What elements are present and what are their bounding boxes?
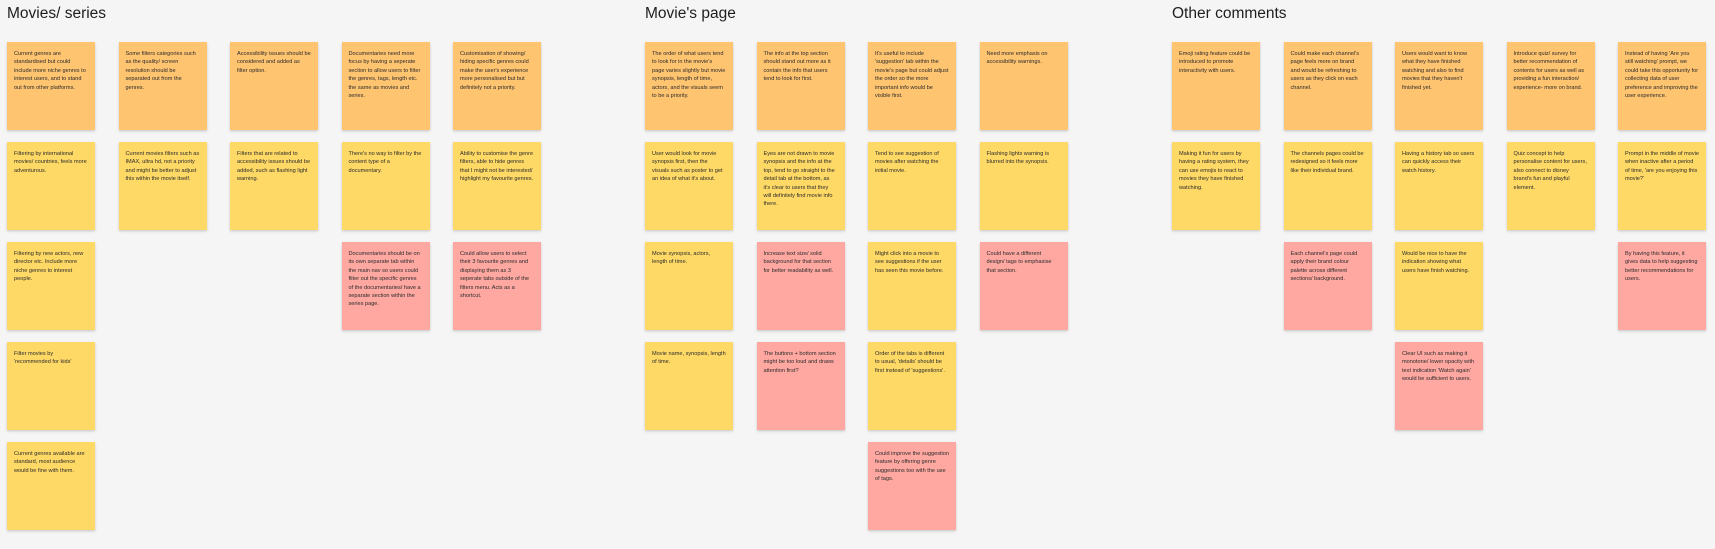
sticky-note-text: There's no way to filter by the content …: [348, 151, 422, 174]
sticky-note[interactable]: Instead of having 'Are you still watchin…: [1618, 42, 1706, 130]
sticky-note[interactable]: The order of what users tend to look for…: [645, 42, 733, 130]
sticky-note[interactable]: Tend to see suggestion of movies after w…: [868, 142, 956, 230]
sticky-note[interactable]: Would be nice to have the indication sho…: [1395, 242, 1483, 330]
sticky-note-text: Could allow users to select their 3 favo…: [460, 251, 530, 299]
sticky-note[interactable]: Might click into a movie to see suggesti…: [868, 242, 956, 330]
sticky-note[interactable]: Flashing lights warning is blurred into …: [979, 142, 1068, 230]
sticky-note[interactable]: Documentaries should be on its own separ…: [341, 242, 430, 330]
sticky-note-text: Would be nice to have the indication sho…: [1402, 251, 1470, 274]
sticky-note-text: Current movies filters such as IMAX, ult…: [125, 151, 200, 183]
sticky-note-text: Quiz concept to help personalise content…: [1513, 151, 1587, 191]
sticky-note-text: Ability to customise the genre filters, …: [460, 151, 534, 183]
sticky-note-text: Customisation of showing/ hiding specifi…: [460, 51, 529, 91]
sticky-note-text: Instead of having 'Are you still watchin…: [1625, 51, 1699, 99]
sticky-note[interactable]: By having this feature, it gives data to…: [1618, 242, 1706, 330]
sticky-note[interactable]: Prompt in the middle of movie when inact…: [1618, 142, 1706, 230]
sticky-note-text: Users would want to know what they have …: [1402, 51, 1467, 91]
sticky-note[interactable]: Emoji rating feature could be introduced…: [1172, 42, 1260, 130]
sticky-note-text: User would look for movie synopsis first…: [652, 151, 723, 183]
sticky-note[interactable]: Movie synopsis, actors, length of time.: [645, 242, 733, 330]
sticky-note-text: Filters that are related to accessibilit…: [237, 151, 311, 183]
section-title-movies-series: Movies/ series: [7, 5, 107, 22]
sticky-note-text: The channels pages could be redesigned s…: [1290, 151, 1364, 174]
sticky-note[interactable]: Could make each channel's page feels mor…: [1283, 42, 1372, 130]
sticky-note[interactable]: Having a history tab so users can quickl…: [1395, 142, 1483, 230]
sticky-note[interactable]: Each channel's page could apply their br…: [1283, 242, 1372, 330]
sticky-note-text: Order of the tabs is different to usual,…: [875, 351, 945, 374]
sticky-note-text: Current genres are standardised but coul…: [14, 51, 86, 91]
sticky-note[interactable]: Introduce quiz/ survey for better recomm…: [1506, 42, 1595, 130]
sticky-note[interactable]: Could have a different design/ tags to e…: [979, 242, 1068, 330]
sticky-note-text: Accessibility issues should be considere…: [237, 51, 311, 74]
sticky-note[interactable]: Filtering by new actors, new director et…: [7, 242, 95, 330]
sticky-note[interactable]: Filter movies by 'recommended for kids': [7, 342, 95, 430]
sticky-note-text: Filter movies by 'recommended for kids': [14, 351, 72, 366]
sticky-note-text: Documentaries need more focus by having …: [348, 51, 421, 99]
sticky-note-text: Flashing lights warning is blurred into …: [986, 151, 1050, 166]
sticky-note-text: Might click into a movie to see suggesti…: [875, 251, 944, 274]
sticky-note-text: Tend to see suggestion of movies after w…: [875, 151, 939, 174]
sticky-note-text: Documentaries should be on its own separ…: [348, 251, 421, 308]
sticky-note[interactable]: Current genres are standardised but coul…: [7, 42, 95, 130]
sticky-note[interactable]: It's useful to include 'suggestion' tab …: [868, 42, 956, 130]
sticky-note-text: Making it fun for users by having a rati…: [1179, 151, 1249, 191]
sticky-note-text: The buttons + bottom section might be to…: [763, 351, 836, 374]
sticky-note-text: Filtering by new actors, new director et…: [14, 251, 84, 283]
sticky-note[interactable]: There's no way to filter by the content …: [341, 142, 430, 230]
sticky-note-text: Increase text size/ solid background for…: [763, 251, 834, 274]
sticky-note[interactable]: Increase text size/ solid background for…: [756, 242, 845, 330]
sticky-note-text: Emoji rating feature could be introduced…: [1179, 51, 1251, 74]
sticky-note[interactable]: Eyes are not drawn to movie synopsis and…: [756, 142, 845, 230]
sticky-note[interactable]: Could allow users to select their 3 favo…: [453, 242, 541, 330]
sticky-note[interactable]: Ability to customise the genre filters, …: [453, 142, 541, 230]
sticky-note-text: Could have a different design/ tags to e…: [986, 251, 1052, 274]
sticky-note-text: Each channel's page could apply their br…: [1290, 251, 1358, 283]
sticky-note[interactable]: Could improve the suggestion feature by …: [868, 442, 956, 530]
sticky-note-text: Movie name, synopsis, length of time.: [652, 351, 726, 366]
sticky-note-text: The order of what users tend to look for…: [652, 51, 726, 99]
sticky-note-text: By having this feature, it gives data to…: [1625, 251, 1698, 283]
sticky-note[interactable]: Some filters categories such as the qual…: [118, 42, 207, 130]
sticky-note-text: Some filters categories such as the qual…: [125, 51, 196, 91]
sticky-note[interactable]: The info at the top section should stand…: [756, 42, 845, 130]
sticky-note[interactable]: Current movies filters such as IMAX, ult…: [118, 142, 207, 230]
sticky-note[interactable]: Filtering by international movies/ count…: [7, 142, 95, 230]
sticky-note[interactable]: User would look for movie synopsis first…: [645, 142, 733, 230]
sticky-note-text: Could improve the suggestion feature by …: [875, 451, 950, 483]
sticky-note[interactable]: Filters that are related to accessibilit…: [230, 142, 318, 230]
sticky-note[interactable]: Clear UI such as making it monotone/ low…: [1395, 342, 1483, 430]
sticky-note-text: Need more emphasis on accessibility warn…: [986, 51, 1048, 66]
section-title-movie-s-page: Movie's page: [645, 5, 736, 22]
sticky-note-text: The info at the top section should stand…: [763, 51, 831, 83]
sticky-note[interactable]: The buttons + bottom section might be to…: [756, 342, 845, 430]
sticky-note[interactable]: Documentaries need more focus by having …: [341, 42, 430, 130]
sticky-note-text: It's useful to include 'suggestion' tab …: [875, 51, 949, 99]
sticky-note-text: Current genres available are standard, m…: [14, 451, 85, 474]
section-title-other-comments: Other comments: [1172, 5, 1287, 22]
sticky-note-text: Movie synopsis, actors, length of time.: [652, 251, 711, 266]
sticky-note-text: Clear UI such as making it monotone/ low…: [1402, 351, 1475, 383]
sticky-note-text: Filtering by international movies/ count…: [14, 151, 87, 174]
sticky-note-text: Introduce quiz/ survey for better recomm…: [1513, 51, 1585, 91]
sticky-note-text: Having a history tab so users can quickl…: [1402, 151, 1475, 174]
sticky-note[interactable]: Accessibility issues should be considere…: [230, 42, 318, 130]
sticky-note[interactable]: The channels pages could be redesigned s…: [1283, 142, 1372, 230]
sticky-note[interactable]: Quiz concept to help personalise content…: [1506, 142, 1595, 230]
sticky-note[interactable]: Customisation of showing/ hiding specifi…: [453, 42, 541, 130]
sticky-note-text: Could make each channel's page feels mor…: [1290, 51, 1360, 91]
sticky-note[interactable]: Need more emphasis on accessibility warn…: [979, 42, 1068, 130]
sticky-note-text: Prompt in the middle of movie when inact…: [1625, 151, 1699, 183]
sticky-note[interactable]: Making it fun for users by having a rati…: [1172, 142, 1260, 230]
sticky-note-text: Eyes are not drawn to movie synopsis and…: [763, 151, 835, 208]
sticky-note[interactable]: Users would want to know what they have …: [1395, 42, 1483, 130]
sticky-note[interactable]: Order of the tabs is different to usual,…: [868, 342, 956, 430]
sticky-note[interactable]: Current genres available are standard, m…: [7, 442, 95, 530]
sticky-note[interactable]: Movie name, synopsis, length of time.: [645, 342, 733, 430]
